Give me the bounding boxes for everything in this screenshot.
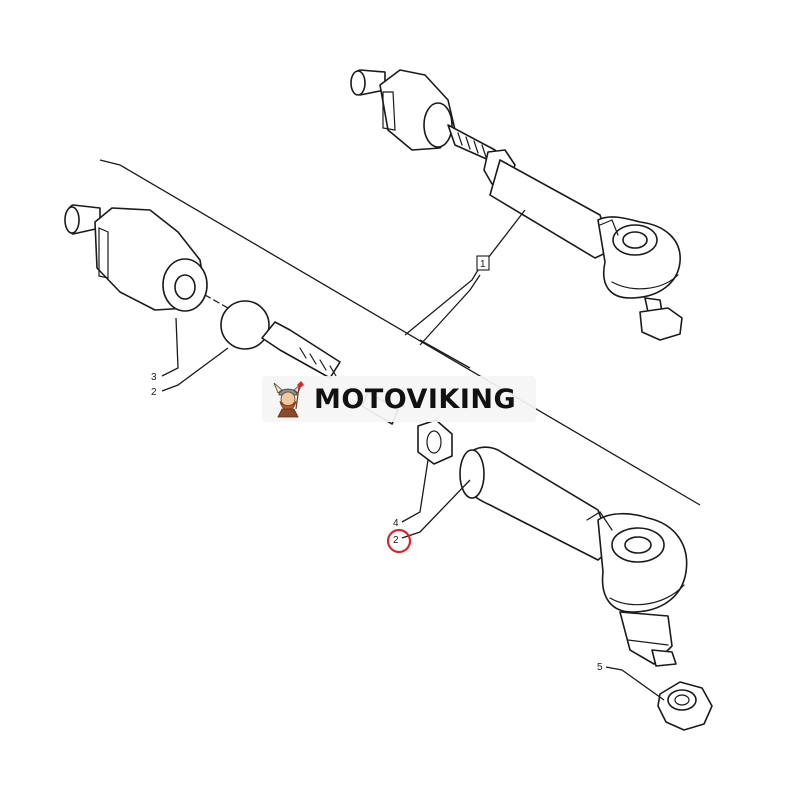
- callout-4: 4: [393, 518, 399, 529]
- outer-tie-rod-end: [459, 446, 688, 667]
- brand-name: MOTOVIKING: [314, 383, 517, 415]
- leader-lines: [161, 209, 665, 701]
- assembled-tie-rod: [350, 69, 683, 341]
- viking-mascot-icon: [273, 381, 304, 418]
- callout-2-lower: 2: [393, 535, 399, 546]
- inner-joint-housing: [64, 204, 208, 312]
- callout-3: 3: [151, 372, 157, 383]
- brand-watermark: MOTOVIKING: [262, 376, 536, 422]
- highlight-ring: [386, 528, 412, 554]
- reference-plane: [99, 159, 701, 506]
- callout-2-upper: 2: [151, 387, 157, 398]
- jam-nut: [417, 419, 453, 465]
- castle-nut: [657, 681, 713, 731]
- svg-text:1: 1: [480, 259, 486, 270]
- callout-5: 5: [597, 662, 603, 673]
- callout-1: 1: [476, 255, 490, 271]
